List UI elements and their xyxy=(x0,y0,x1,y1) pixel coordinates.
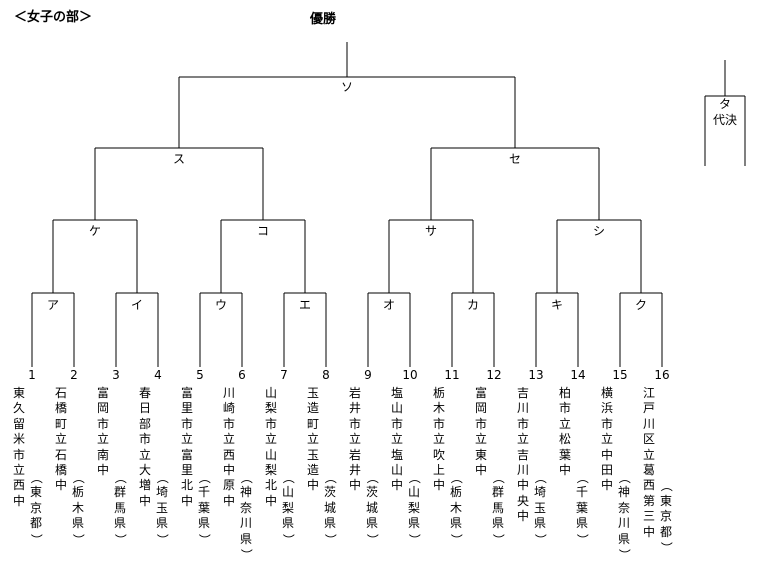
match-label: セ xyxy=(508,152,521,166)
team-seed: 14 xyxy=(570,368,586,382)
team-prefecture: （栃木県） xyxy=(71,471,86,546)
team-seed: 8 xyxy=(322,368,330,382)
team-seed: 1 xyxy=(28,368,36,382)
match-label: ア xyxy=(46,298,59,312)
match-label: ケ xyxy=(88,224,101,238)
team-seed: 3 xyxy=(112,368,120,382)
match-label: シ xyxy=(592,224,605,238)
match-label: サ xyxy=(424,224,437,238)
team-school: 山梨市立山梨北中 xyxy=(264,386,277,508)
match-label: ソ xyxy=(340,80,353,94)
team-prefecture: （神奈川県） xyxy=(239,471,254,561)
match-label: エ xyxy=(298,298,311,312)
team-prefecture: （千葉県） xyxy=(197,471,212,546)
team-school: 東久留米市立西中 xyxy=(12,386,25,508)
team-school: 栃木市立吹上中 xyxy=(432,386,445,493)
team-prefecture: （千葉県） xyxy=(575,471,590,546)
team-seed: 16 xyxy=(654,368,670,382)
match-label: ス xyxy=(172,152,185,166)
section-title: ＜女子の部＞ xyxy=(14,10,93,25)
match-label: ク xyxy=(634,298,647,312)
team-prefecture: （埼玉県） xyxy=(155,471,170,546)
team-school: 柏市立松葉中 xyxy=(558,386,571,478)
team-school: 富里市立富里北中 xyxy=(180,386,193,508)
team-school: 富岡市立東中 xyxy=(474,386,487,478)
playoff-label: 代決 xyxy=(712,113,737,127)
team-prefecture: （東京都） xyxy=(659,480,674,554)
team-prefecture: （東京都） xyxy=(29,471,44,546)
team-prefecture: （山梨県） xyxy=(407,471,422,546)
match-label: ウ xyxy=(214,298,227,312)
team-prefecture: （埼玉県） xyxy=(533,471,548,546)
team-school: 春日部市立大増中 xyxy=(138,386,151,508)
team-prefecture: （群馬県） xyxy=(113,471,128,546)
team-school: 富岡市立南中 xyxy=(96,386,109,478)
team-seed: 9 xyxy=(364,368,372,382)
match-label: イ xyxy=(130,298,143,312)
team-prefecture: （茨城県） xyxy=(365,471,380,546)
team-school: 塩山市立塩山中 xyxy=(390,386,403,493)
playoff-kana: タ xyxy=(718,97,731,111)
team-school: 吉川市立吉川中央中 xyxy=(516,386,529,524)
team-prefecture: （栃木県） xyxy=(449,471,464,546)
team-seed: 2 xyxy=(70,368,78,382)
team-school: 川崎市立西中原中 xyxy=(222,386,235,508)
team-school: 岩井市立岩井中 xyxy=(348,386,361,493)
team-prefecture: （群馬県） xyxy=(491,471,506,546)
match-label: カ xyxy=(466,298,479,312)
team-seed: 10 xyxy=(402,368,418,382)
playoff-box: タ 代決 xyxy=(703,96,747,128)
team-seed: 11 xyxy=(444,368,460,382)
team-seed: 15 xyxy=(612,368,628,382)
match-label: キ xyxy=(550,298,563,312)
team-school: 石橋町立石橋中 xyxy=(54,386,67,493)
team-prefecture: （茨城県） xyxy=(323,471,338,546)
team-prefecture: （神奈川県） xyxy=(617,471,632,561)
match-label: コ xyxy=(256,224,269,238)
team-school: 横浜市立中田中 xyxy=(600,386,613,493)
team-seed: 5 xyxy=(196,368,204,382)
team-seed: 7 xyxy=(280,368,288,382)
team-seed: 13 xyxy=(528,368,544,382)
match-label: オ xyxy=(382,298,395,312)
team-school: 江戸川区立葛西第三中 xyxy=(642,386,655,539)
team-seed: 12 xyxy=(486,368,502,382)
team-school: 玉造町立玉造中 xyxy=(306,386,319,493)
team-seed: 6 xyxy=(238,368,246,382)
final-title: 優勝 xyxy=(310,12,337,27)
team-prefecture: （山梨県） xyxy=(281,471,296,546)
team-seed: 4 xyxy=(154,368,162,382)
